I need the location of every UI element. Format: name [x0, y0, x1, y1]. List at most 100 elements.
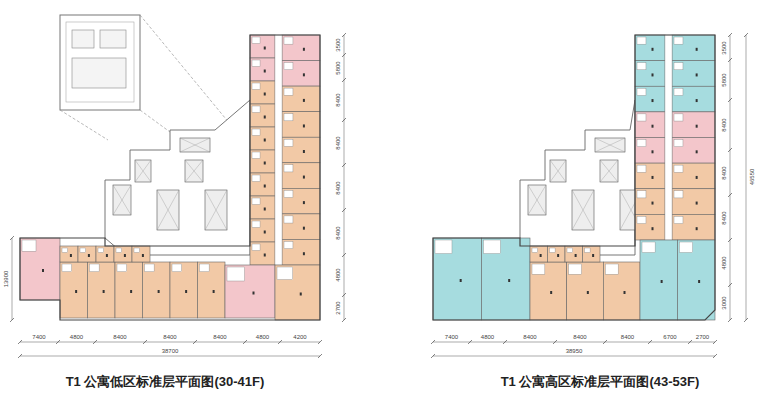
dimension-tick — [342, 53, 346, 57]
bathroom — [284, 190, 293, 197]
fixture-mark — [540, 254, 542, 257]
apartment-unit — [250, 127, 275, 150]
apartment-unit — [250, 104, 275, 127]
fixture-mark — [508, 279, 510, 282]
shaft-cross — [135, 160, 151, 182]
fixture-mark — [652, 99, 654, 102]
fixture-mark — [158, 290, 160, 293]
inset-room — [100, 30, 126, 48]
fixture-mark — [264, 185, 266, 188]
room-layer — [20, 35, 715, 320]
stair-core — [205, 190, 227, 230]
bathroom — [200, 264, 210, 272]
dimension-tick — [342, 33, 346, 37]
fixture-mark — [696, 176, 698, 179]
apartment-unit — [482, 238, 531, 320]
dimension-text: 2700 — [335, 301, 341, 314]
shaft-cross — [572, 190, 594, 230]
fixture-mark — [652, 48, 654, 51]
bathroom — [642, 242, 655, 253]
apartment-unit — [250, 35, 275, 58]
bathroom — [674, 216, 683, 223]
dimension-tick — [468, 340, 472, 344]
bathroom — [284, 139, 293, 146]
bathroom — [674, 140, 683, 147]
bathroom — [116, 248, 122, 252]
corridor — [665, 35, 672, 240]
fixture-mark — [696, 202, 698, 205]
stair-core — [572, 190, 594, 230]
fixture-mark — [264, 116, 266, 119]
bathroom — [532, 248, 538, 252]
building-outline — [433, 35, 715, 320]
apartment-unit — [282, 86, 320, 112]
fixture-mark — [592, 254, 594, 257]
apartment-unit — [282, 239, 320, 265]
fixture-mark — [303, 48, 305, 51]
apartment-unit — [96, 246, 114, 262]
bathroom — [252, 198, 260, 204]
bathroom — [674, 37, 683, 44]
fixture-mark — [575, 254, 577, 257]
fixture-mark — [264, 208, 266, 211]
fixture-mark — [103, 290, 105, 293]
dimension-text: 8400 — [523, 334, 536, 340]
apartment-unit — [132, 246, 150, 262]
dimension-text: 8400 — [113, 334, 126, 340]
fixture-mark — [264, 93, 266, 96]
fixture-mark — [696, 73, 698, 76]
dimension-tick — [318, 340, 322, 344]
dimension-text: 8400 — [213, 334, 226, 340]
dimension-text: 8400 — [335, 226, 341, 239]
bathroom — [674, 165, 683, 172]
shaft-cross — [528, 185, 546, 215]
bathroom — [484, 240, 501, 254]
fixture-mark — [652, 150, 654, 153]
fixture-mark — [698, 280, 700, 283]
bathroom — [605, 264, 618, 274]
dimension-tick — [193, 340, 197, 344]
apartment-unit — [275, 265, 320, 320]
dimension-tick — [728, 283, 732, 287]
shaft-cross — [157, 190, 179, 230]
bathroom — [284, 63, 293, 70]
fixture-mark — [303, 73, 305, 76]
bathroom — [435, 240, 452, 254]
apartment-unit — [250, 81, 275, 104]
dimension-text: 4800 — [481, 334, 494, 340]
apartment-unit — [282, 61, 320, 87]
dimension-tick — [744, 318, 748, 322]
bathroom — [674, 88, 683, 95]
dimension-text: 3500 — [335, 38, 341, 51]
elevator-shaft — [600, 160, 618, 182]
dimension-layer — [10, 33, 748, 358]
dimension-tick — [342, 118, 346, 122]
apartment-unit — [282, 112, 320, 138]
fixture-mark — [264, 254, 266, 257]
fixture-mark — [264, 70, 266, 73]
apartment-unit — [672, 138, 715, 164]
shaft-cross — [550, 160, 566, 182]
apartment-unit — [20, 238, 60, 300]
dimension-text: 38950 — [566, 348, 583, 354]
detail-leader — [60, 110, 108, 140]
stair-core — [157, 190, 179, 230]
elevator-shaft — [180, 138, 210, 152]
fixture-mark — [253, 292, 255, 295]
dimension-tick — [278, 340, 282, 344]
apartment-unit — [250, 219, 275, 242]
bathroom — [227, 267, 245, 281]
apartment-unit — [250, 58, 275, 81]
dimension-text: 8400 — [621, 334, 634, 340]
dimension-text: 2700 — [696, 334, 709, 340]
dimension-tick — [728, 98, 732, 102]
shaft-cross — [600, 160, 618, 182]
elevator-shaft — [595, 138, 625, 152]
bathroom — [172, 264, 182, 272]
bathroom — [252, 60, 260, 66]
dimension-tick — [143, 340, 147, 344]
detail-leader — [140, 15, 235, 130]
dimension-text: 8400 — [573, 334, 586, 340]
bathroom — [252, 152, 260, 158]
